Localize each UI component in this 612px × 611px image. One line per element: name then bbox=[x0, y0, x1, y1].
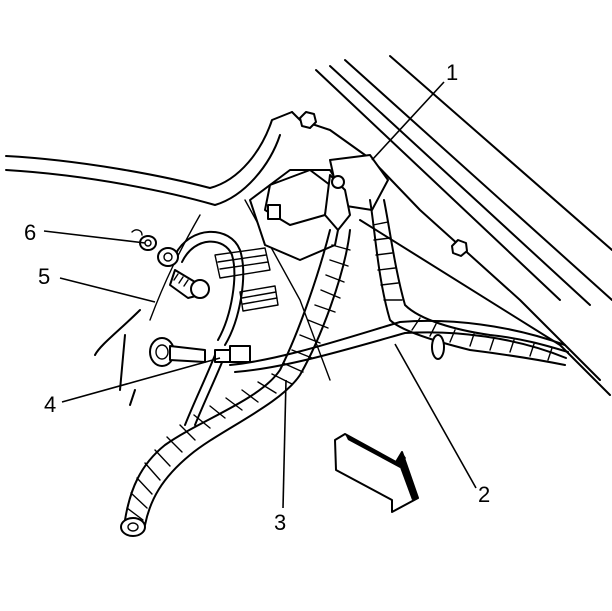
wire-connector-clip bbox=[214, 345, 251, 363]
ground-washer bbox=[131, 229, 179, 267]
callout-6: 6 bbox=[24, 220, 36, 245]
ground-wire bbox=[174, 230, 245, 426]
callout-1: 1 bbox=[446, 60, 458, 85]
harness-branch-right bbox=[369, 199, 569, 366]
leader-lines bbox=[43, 81, 477, 509]
callout-4: 4 bbox=[44, 392, 56, 417]
callout-3: 3 bbox=[274, 510, 286, 535]
grommet bbox=[149, 337, 206, 367]
front-arrow-icon bbox=[334, 433, 419, 513]
callout-2: 2 bbox=[478, 482, 490, 507]
vent-grille bbox=[214, 247, 279, 312]
callout-5: 5 bbox=[38, 264, 50, 289]
panel-nut bbox=[299, 111, 468, 257]
wire-lead bbox=[229, 319, 567, 373]
harness-branch-left bbox=[120, 229, 351, 537]
ground-bolt bbox=[169, 269, 210, 299]
connector-block bbox=[249, 154, 389, 261]
